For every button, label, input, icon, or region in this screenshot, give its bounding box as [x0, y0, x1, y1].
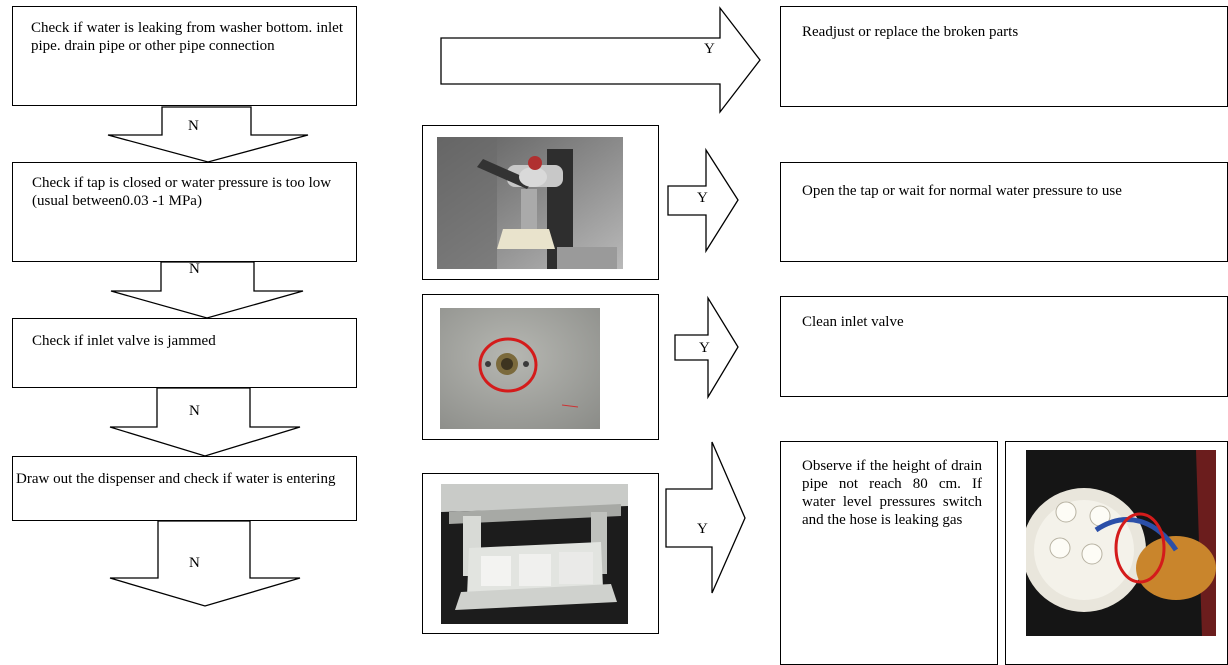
no-arrow-4 [109, 520, 301, 607]
check-text-leak: Check if water is leaking from washer bo… [31, 20, 343, 54]
check-box-dispenser: Draw out the dispenser and check if wate… [12, 456, 357, 521]
no-label-2: N [189, 261, 200, 277]
pressure-switch-photo [1026, 450, 1216, 636]
tap-photo [437, 137, 623, 269]
yes-arrow-3 [674, 295, 739, 400]
no-label-4: N [189, 555, 200, 571]
yes-label-3: Y [699, 340, 710, 356]
action-text-clean-valve: Clean inlet valve [802, 314, 904, 330]
action-box-open-tap: Open the tap or wait for normal water pr… [780, 162, 1228, 262]
no-label-1: N [188, 118, 199, 134]
check-box-leak: Check if water is leaking from washer bo… [12, 6, 357, 106]
yes-label-2: Y [697, 190, 708, 206]
yes-arrow-2 [667, 147, 739, 254]
action-text-open-tap: Open the tap or wait for normal water pr… [802, 183, 1122, 199]
no-arrow-3 [109, 387, 301, 457]
yes-label-1: Y [704, 41, 715, 57]
check-text-tap: Check if tap is closed or water pressure… [32, 175, 332, 209]
action-box-clean-valve: Clean inlet valve [780, 296, 1228, 397]
action-box-observe: Observe if the height of drain pipe not … [780, 441, 998, 665]
no-arrow-1 [107, 106, 309, 163]
yes-label-4: Y [697, 521, 708, 537]
action-text-replace: Readjust or replace the broken parts [802, 24, 1019, 40]
action-box-replace: Readjust or replace the broken parts [780, 6, 1228, 107]
no-arrow-2 [110, 261, 304, 319]
action-text-observe: Observe if the height of drain pipe not … [802, 458, 982, 528]
inlet-valve-photo [440, 308, 600, 429]
check-box-valve: Check if inlet valve is jammed [12, 318, 357, 388]
no-label-3: N [189, 403, 200, 419]
yes-arrow-4 [665, 441, 746, 594]
check-text-valve: Check if inlet valve is jammed [32, 333, 216, 349]
check-text-dispenser: Draw out the dispenser and check if wate… [16, 471, 336, 487]
dispenser-photo [441, 484, 628, 624]
yes-arrow-1 [440, 6, 761, 114]
check-box-tap: Check if tap is closed or water pressure… [12, 162, 357, 262]
